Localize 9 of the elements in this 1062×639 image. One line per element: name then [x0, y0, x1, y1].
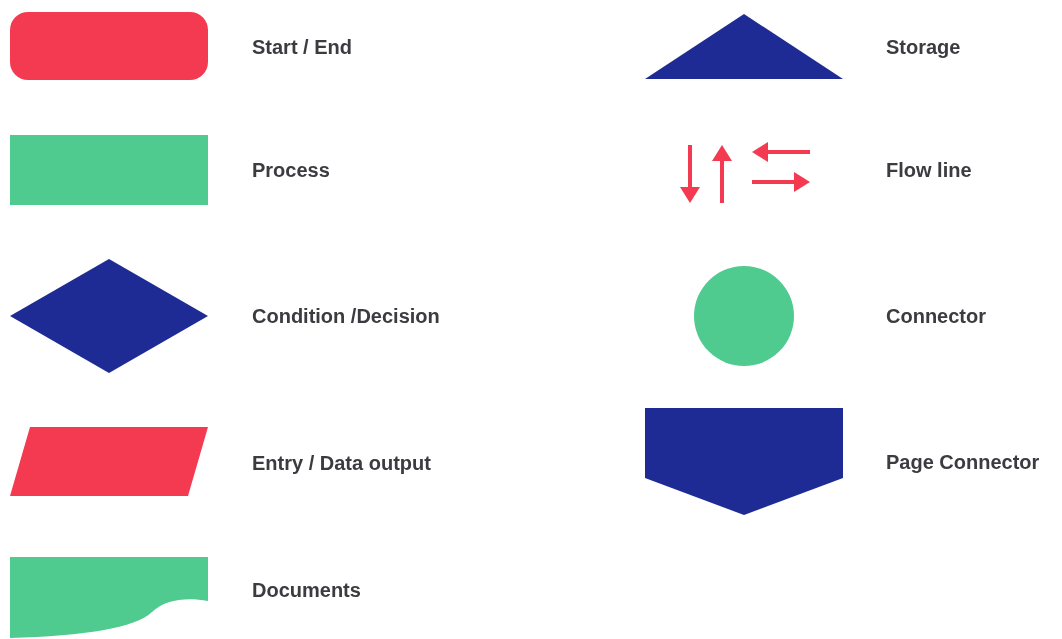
legend-label: Condition /Decision: [252, 304, 440, 328]
legend-label: Connector: [886, 304, 986, 328]
legend-label: Process: [252, 158, 330, 182]
legend-label: Entry / Data output: [252, 451, 431, 475]
legend-label: Start / End: [252, 35, 352, 59]
legend-label: Storage: [886, 35, 961, 59]
legend-label: Flow line: [886, 158, 972, 182]
legend-label: Page Connector: [886, 450, 1040, 474]
legend-label: Documents: [252, 578, 361, 602]
